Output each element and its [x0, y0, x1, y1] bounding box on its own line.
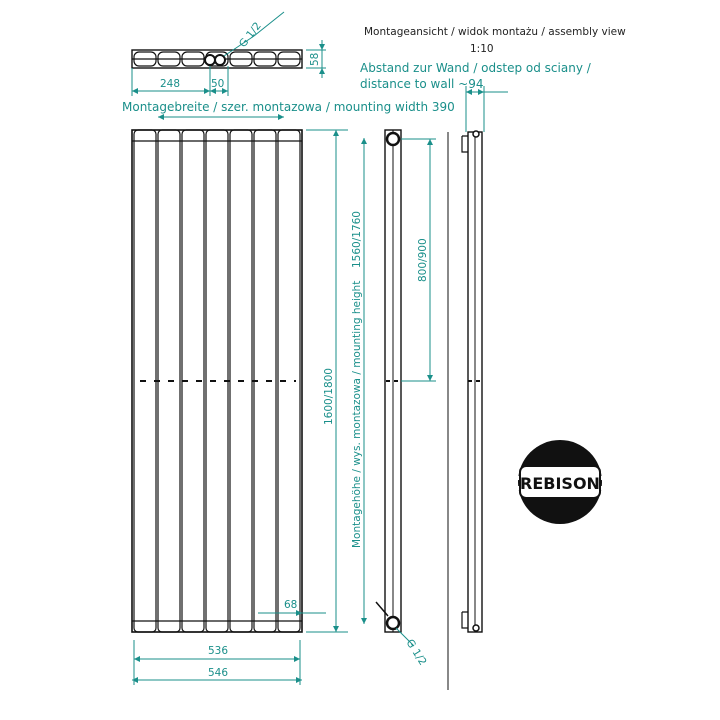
top-thread-label: G 1/2	[237, 20, 264, 50]
mounting-width-label: Montagebreite / szer. montazowa / mounti…	[122, 100, 455, 114]
distance-note-line2: distance to wall ~94	[360, 77, 484, 91]
dim-68: 68	[284, 599, 297, 611]
rebison-logo: REBISON	[518, 440, 602, 524]
top-view	[131, 49, 303, 69]
dim-536: 536	[208, 645, 228, 657]
header-title: Montageansicht / widok montażu / assembl…	[364, 26, 626, 38]
dim-546: 546	[208, 667, 228, 679]
side-dims: 800/900 G 1/2	[395, 138, 436, 668]
distance-dim	[465, 86, 508, 132]
front-dims: 68 536 546 1600/1800 Montagehöhe / wys. …	[132, 129, 367, 685]
dim-1600: 1600/1800	[323, 368, 335, 425]
dim-50: 50	[211, 78, 224, 90]
front-view	[131, 129, 303, 633]
logo-text: REBISON	[520, 474, 600, 493]
top-view-dims: 58 248 50 G 1/2	[131, 11, 326, 96]
dim-1560: 1560/1760	[351, 211, 363, 268]
distance-note-line1: Abstand zur Wand / odstep od sciany /	[360, 61, 592, 75]
dim-58: 58	[309, 53, 321, 66]
side-thread-label: G 1/2	[403, 637, 428, 667]
dim-800: 800/900	[417, 238, 429, 282]
dim-248: 248	[160, 78, 180, 90]
side-view	[375, 129, 402, 633]
mounting-width-dim	[158, 114, 284, 120]
wall-view	[447, 130, 483, 690]
mounting-height-label: Montagehöhe / wys. montazowa / mounting …	[351, 281, 363, 548]
scale-label: 1:10	[470, 43, 494, 55]
